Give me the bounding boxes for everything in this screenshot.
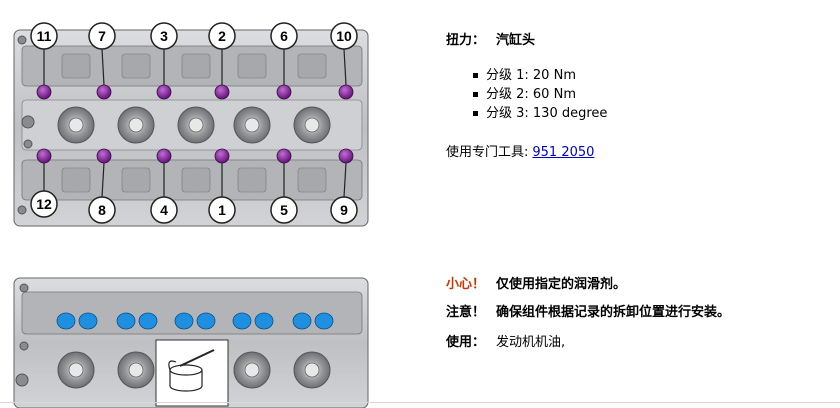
callout-leader: [343, 48, 347, 86]
lubricated-bolt-hole: [254, 312, 274, 330]
torque-step-1: 分级 1: 20 Nm: [446, 66, 607, 85]
head-bolt-4: [156, 148, 172, 164]
head-bolt-11: [36, 84, 52, 100]
callout-number-12: 12: [36, 196, 52, 212]
callout-circle: [88, 22, 116, 50]
callout-leader: [101, 48, 105, 86]
callout-circle: [88, 196, 116, 224]
callout-circle: [208, 22, 236, 50]
caution-row: 小心！ 仅使用指定的润滑剂。: [446, 273, 626, 292]
cam-bore: [233, 53, 271, 193]
caution-text: 仅使用指定的润滑剂。: [496, 277, 627, 292]
callout-number-1: 1: [218, 202, 226, 218]
cam-bore: [177, 53, 215, 193]
cam-bore: [117, 53, 155, 193]
callout-circle: [30, 22, 58, 50]
lubricated-bolt-hole: [314, 312, 334, 330]
special-tool-link[interactable]: 951 2050: [532, 145, 595, 160]
callout-circle: [150, 196, 178, 224]
use-text: 发动机机油,: [496, 335, 566, 350]
cam-bore: [293, 53, 331, 193]
lubricated-bolt-hole: [292, 312, 312, 330]
lubricated-bolt-hole: [56, 312, 76, 330]
callout-circle: [208, 196, 236, 224]
torque-steps-list: 分级 1: 20 Nm 分级 2: 60 Nm 分级 3: 130 degree: [446, 66, 607, 123]
cylinder-head-torque-sequence-illustration: 11 7 3 2 6 10 12 8 4 1 5 9: [0, 10, 372, 242]
callout-circle: [330, 22, 358, 50]
callout-leader: [101, 162, 105, 198]
torque-heading: 扭力： 汽缸头: [446, 29, 535, 48]
torque-label: 扭力：: [446, 33, 486, 48]
head-bolt-1: [214, 148, 230, 164]
callout-circle: [150, 22, 178, 50]
callout-number-6: 6: [280, 28, 288, 44]
special-tool-label: 使用专门工具:: [446, 145, 529, 160]
head-bolt-3: [156, 84, 172, 100]
cam-bore: [117, 351, 155, 389]
notice-text: 确保组件根据记录的拆卸位置进行安装。: [496, 305, 731, 320]
lubricated-bolt-hole: [174, 312, 194, 330]
caution-label: 小心！: [446, 277, 486, 292]
lubricated-bolt-hole: [116, 312, 136, 330]
lubricated-bolt-hole: [232, 312, 252, 330]
cam-bore: [57, 53, 95, 193]
notice-label: 注意！: [446, 305, 486, 320]
head-bolt-12: [36, 148, 52, 164]
notice-row: 注意！ 确保组件根据记录的拆卸位置进行安装。: [446, 301, 730, 320]
torque-step-2: 分级 2: 60 Nm: [446, 85, 607, 104]
torque-step-3: 分级 3: 130 degree: [446, 104, 607, 123]
lubricated-bolt-hole: [78, 312, 98, 330]
callout-number-7: 7: [98, 28, 106, 44]
callout-circle: [270, 22, 298, 50]
head-bolt-6: [276, 84, 292, 100]
callout-number-10: 10: [336, 28, 352, 44]
callout-circle: [30, 190, 58, 218]
callout-number-3: 3: [160, 28, 168, 44]
callout-number-9: 9: [340, 202, 348, 218]
cylinder-head-svg: 11 7 3 2 6 10 12 8 4 1 5 9: [13, 22, 369, 227]
lubrication-svg: [13, 277, 369, 408]
cam-bore: [233, 351, 271, 389]
callout-circle: [330, 196, 358, 224]
head-bolt-7: [96, 84, 112, 100]
use-row: 使用： 发动机机油,: [446, 331, 565, 350]
head-bolt-8: [96, 148, 112, 164]
special-tool-row: 使用专门工具:951 2050: [446, 141, 594, 160]
callout-leader: [343, 162, 347, 198]
head-bolt-10: [338, 84, 354, 100]
use-label: 使用：: [446, 335, 486, 350]
callout-number-2: 2: [218, 28, 226, 44]
callout-number-8: 8: [98, 202, 106, 218]
lubricated-bolt-hole: [196, 312, 216, 330]
callout-circle: [270, 196, 298, 224]
head-bolt-9: [338, 148, 354, 164]
torque-value: 汽缸头: [496, 33, 536, 48]
section-divider: [0, 402, 840, 403]
cam-bore: [57, 351, 95, 389]
callout-number-4: 4: [160, 202, 168, 218]
callout-number-11: 11: [37, 28, 52, 44]
lubricated-bolt-hole: [138, 312, 158, 330]
head-bolt-5: [276, 148, 292, 164]
cam-bore: [293, 351, 331, 389]
cylinder-head-lubrication-illustration: [0, 262, 372, 408]
oil-can-icon: [155, 339, 229, 407]
callout-number-5: 5: [280, 202, 288, 218]
head-bolt-2: [214, 84, 230, 100]
